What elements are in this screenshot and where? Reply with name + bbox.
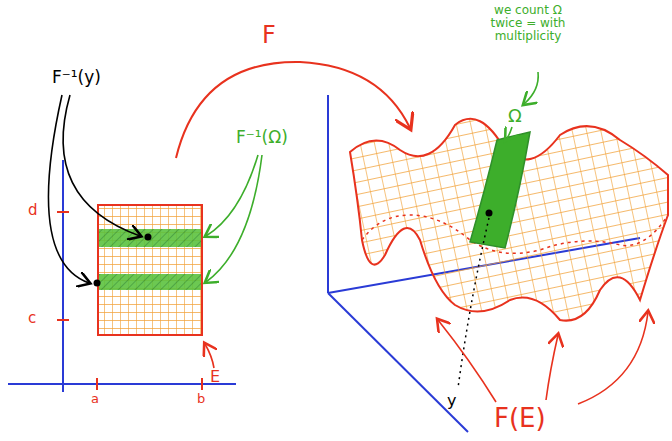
axis-tick-label: b <box>197 392 205 406</box>
region-label: Ω <box>508 106 522 126</box>
axis-tick-label: d <box>28 202 38 219</box>
preimage-point-label: F⁻¹(y) <box>52 68 101 87</box>
map-name: F <box>262 22 276 48</box>
axis-tick-label: c <box>28 310 36 327</box>
point-label: y <box>447 392 456 410</box>
domain-label: E <box>210 368 220 386</box>
axis-tick-label: a <box>91 392 99 406</box>
multiplicity-note: we count Ω twice = with multiplicity <box>478 4 578 44</box>
image-label: F(E) <box>494 404 546 433</box>
preimage-region-label: F⁻¹(Ω) <box>236 128 288 147</box>
